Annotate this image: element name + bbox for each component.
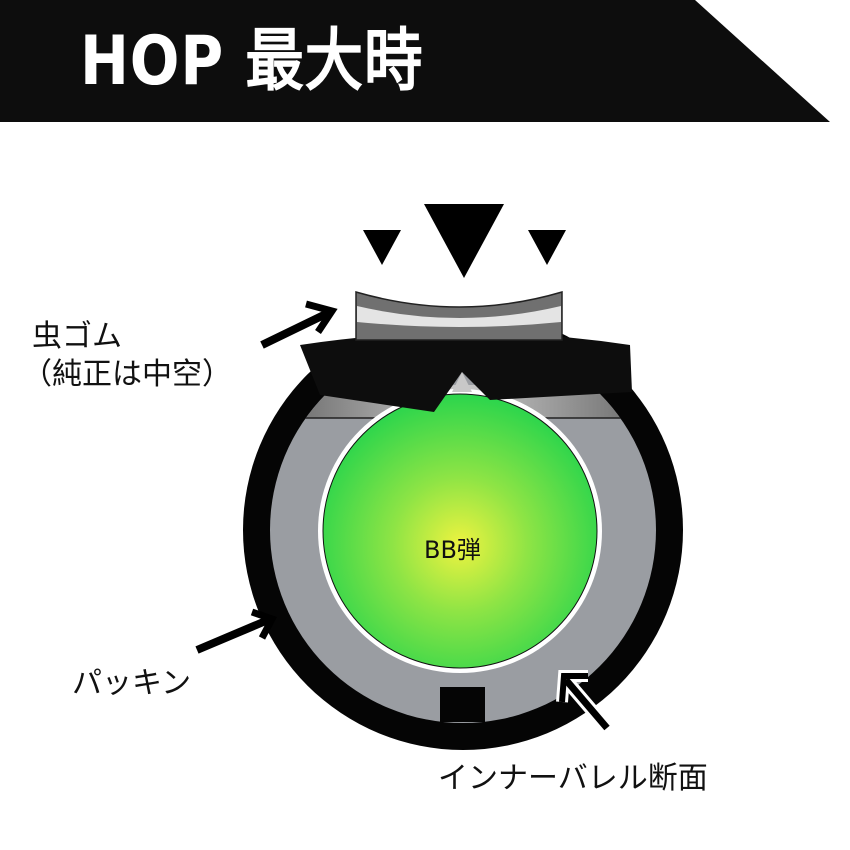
small-left-triangle-icon [363, 230, 401, 265]
arrow-to-rubber-icon [260, 300, 338, 349]
hop-rubber [355, 290, 563, 341]
header-banner: HOP 最大時 [0, 0, 850, 122]
bb-pellet [322, 393, 598, 669]
header-background [0, 0, 830, 122]
big-center-triangle-icon [424, 204, 504, 278]
small-right-triangle-icon [528, 230, 566, 265]
pressure-triangle-icons [363, 204, 566, 278]
hop-rubber-label: 虫ゴム [32, 319, 122, 354]
barrel-notch [440, 687, 485, 722]
pointer-arrow-icons [195, 300, 612, 733]
hop-nub-block [300, 332, 632, 412]
arrow-to-barrel-icon [556, 670, 612, 733]
inner-barrel-label: インナーバレル断面 [438, 761, 708, 796]
hop-rubber-note: （純正は中空） [22, 357, 232, 392]
page-title: HOP 最大時 [80, 22, 424, 101]
packing-label: パッキン [72, 666, 192, 701]
arrow-to-packing-icon [195, 608, 277, 654]
bb-label: BB弾 [424, 536, 481, 564]
